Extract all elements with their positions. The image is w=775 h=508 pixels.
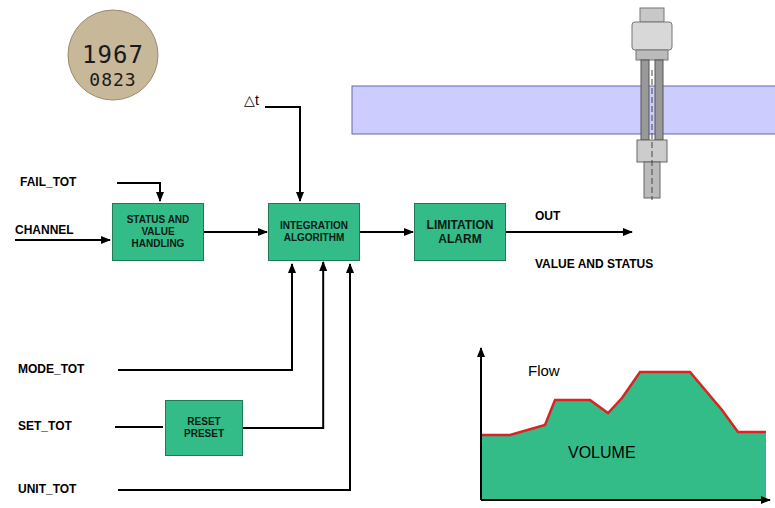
box-text: INTEGRATION ALGORITHM [273, 220, 355, 244]
signal-label: VALUE AND STATUS [535, 258, 653, 271]
flow-transmitter [632, 8, 672, 200]
signal-label: CHANNEL [15, 224, 74, 237]
pipe [352, 86, 775, 134]
signal-label: △t [244, 93, 259, 108]
signal-label: VOLUME [568, 444, 636, 462]
reset-box: RESET PRESET [165, 400, 243, 456]
limitation-box: LIMITATION ALARM [414, 203, 506, 261]
integration-box: INTEGRATION ALGORITHM [268, 203, 360, 261]
display-digits: 1967 [82, 42, 144, 68]
display-digits: 0823 [89, 70, 136, 90]
signal-label: FAIL_TOT [20, 176, 76, 189]
signal-label: OUT [535, 210, 560, 223]
signal-connector [360, 231, 413, 233]
box-text: LIMITATION ALARM [419, 218, 501, 247]
signal-label: SET_TOT [18, 420, 72, 433]
display-face [68, 10, 158, 100]
signal-label: Flow [528, 363, 560, 380]
status-box: STATUS AND VALUE HANDLING [112, 203, 204, 261]
signal-label: MODE_TOT [18, 363, 84, 376]
box-text: STATUS AND VALUE HANDLING [117, 214, 199, 250]
signal-connector [204, 231, 267, 233]
flow-chart [481, 348, 770, 500]
signal-connector [243, 262, 323, 428]
signal-label: UNIT_TOT [18, 483, 76, 496]
box-text: RESET PRESET [170, 416, 238, 440]
